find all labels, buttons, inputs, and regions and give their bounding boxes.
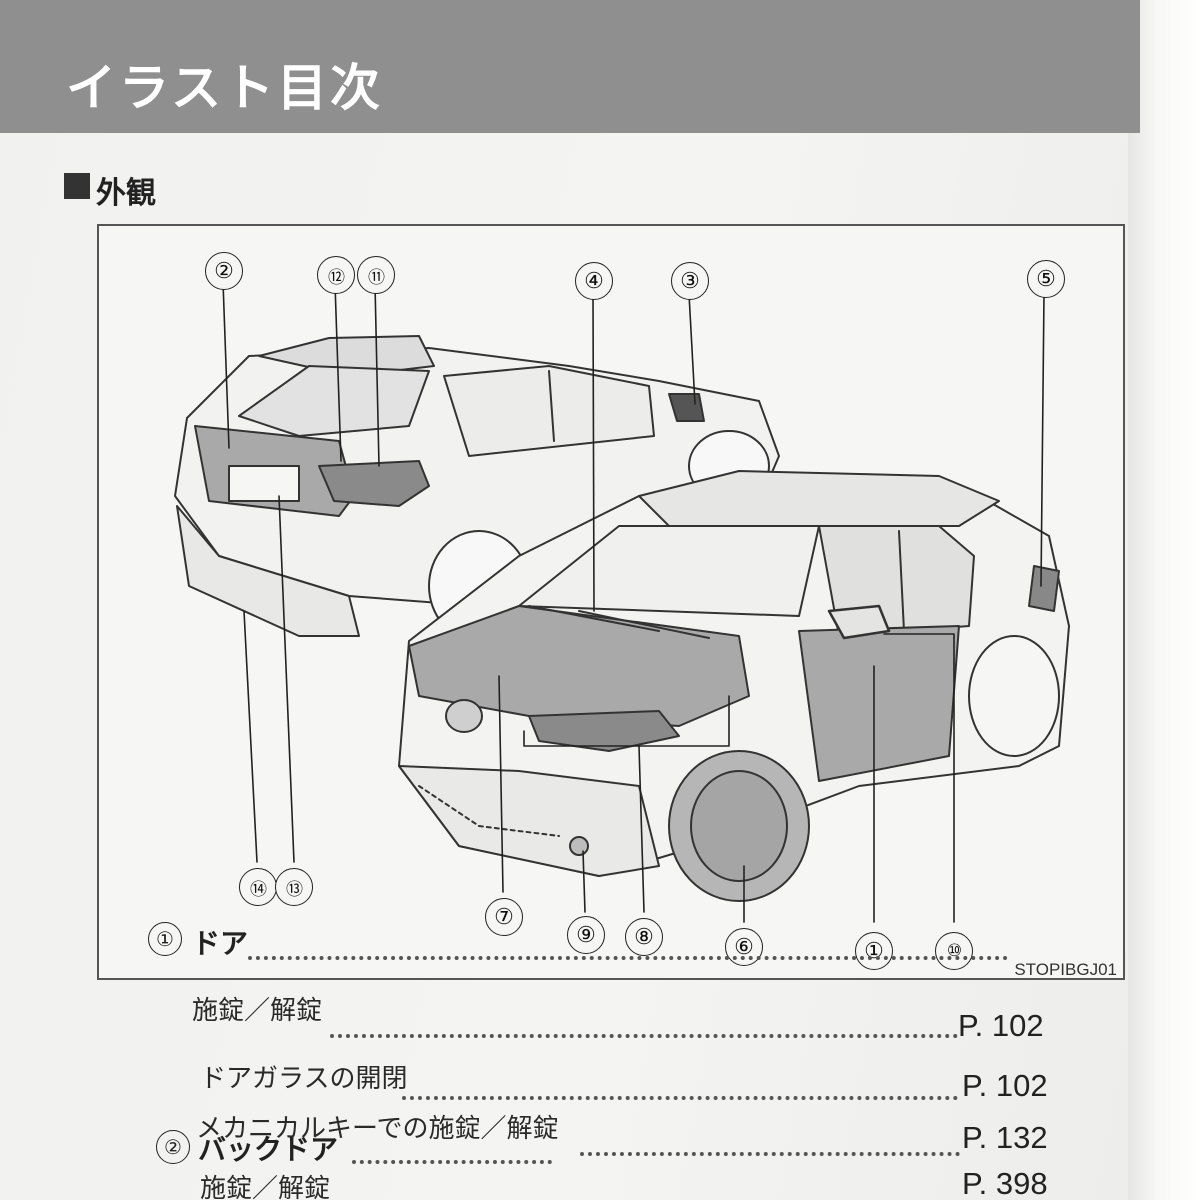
header-bar: イラスト目次 <box>0 0 1140 133</box>
entry-number: ② <box>156 1130 190 1164</box>
entry-title: ドア <box>192 927 249 960</box>
front-car-drawing <box>398 470 1070 902</box>
entry-title: バックドア <box>198 1133 339 1166</box>
callout-13: ⑬ <box>275 868 313 906</box>
index-label: メカニカルキーでの施錠／解錠 <box>196 1114 559 1144</box>
page-title: イラスト目次 <box>66 59 383 117</box>
index-label: 施錠／解錠 <box>192 996 323 1026</box>
page-edge <box>1128 0 1200 1200</box>
leader-dots <box>402 1096 958 1100</box>
callout-8: ⑧ <box>625 918 663 956</box>
exterior-illustration: ② ⑫ ⑪ ④ ③ ⑤ ⑭ ⑬ ⑦ ⑨ ⑧ ⑥ ① ⑩ STOPIBGJ01 <box>97 224 1125 980</box>
car-line-drawing <box>174 281 1070 923</box>
callout-14: ⑭ <box>239 868 277 906</box>
section-title: 外観 <box>96 176 156 211</box>
leader-lines <box>222 281 1045 923</box>
callout-4: ④ <box>575 262 613 300</box>
index-label: ドアガラスの開閉 <box>200 1064 408 1094</box>
leader-dots <box>352 1160 552 1164</box>
entry-number: ① <box>148 922 182 956</box>
figure-code: STOPIBGJ01 <box>1014 960 1117 979</box>
page-ref: P. 102 <box>962 1068 1048 1103</box>
page-ref: P. 102 <box>958 1008 1044 1043</box>
callout-9: ⑨ <box>567 916 605 954</box>
page-ref: P. 132 <box>962 1120 1048 1155</box>
callout-10: ⑩ <box>935 932 973 970</box>
callout-6: ⑥ <box>725 928 763 966</box>
leader-dots <box>330 1034 958 1038</box>
callout-11: ⑪ <box>357 256 395 294</box>
callout-7: ⑦ <box>485 898 523 936</box>
page-ref: P. 398 <box>962 1166 1048 1200</box>
callout-1: ① <box>855 932 893 970</box>
callout-3: ③ <box>671 262 709 300</box>
callout-5: ⑤ <box>1027 260 1065 298</box>
leader-dots <box>248 956 1008 960</box>
callout-12: ⑫ <box>317 256 355 294</box>
section-marker <box>64 173 90 199</box>
index-label: 施錠／解錠 <box>200 1174 331 1200</box>
leader-dots <box>580 1152 960 1156</box>
callout-2: ② <box>205 252 243 290</box>
